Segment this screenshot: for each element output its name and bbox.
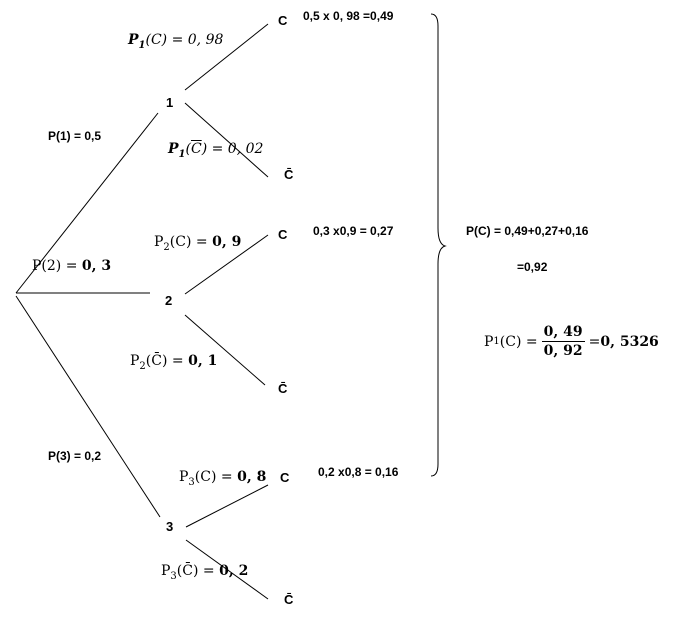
branch-root-to-3 xyxy=(15,295,161,518)
label-p3: P(3) = 0,2 xyxy=(48,449,102,463)
bayes-denominator: 0, 92 xyxy=(543,343,583,359)
product-path-1: 0,5 x 0, 98 =0,49 xyxy=(303,9,394,23)
leaf-c-2: C xyxy=(278,227,288,242)
label-p1: P(1) = 0,5 xyxy=(48,129,102,143)
bayes-numerator: 0, 49 xyxy=(541,324,585,342)
label-p2-cbar: P2(C̄) = 0, 1 xyxy=(130,353,218,372)
leaf-cbar-3: C̄ xyxy=(284,592,294,607)
leaf-c-3: C xyxy=(280,470,290,485)
right-curly-brace xyxy=(430,13,447,477)
label-p1-cbar: P1(C) = 0, 02 xyxy=(168,141,264,160)
label-p3-cbar: P3(C̄) = 0, 2 xyxy=(161,563,249,582)
total-probability: P(C) = 0,49+0,27+0,16 xyxy=(466,224,589,238)
label-p2-c: P2(C) = 0, 9 xyxy=(154,234,242,253)
node-1: 1 xyxy=(166,95,174,110)
label-p2: P(2) = 0, 3 xyxy=(32,258,112,274)
product-path-3: 0,2 x0,8 = 0,16 xyxy=(318,465,399,479)
leaf-c-1: C xyxy=(278,13,288,28)
total-probability-result: =0,92 xyxy=(517,260,548,274)
branch-3-to-cbar xyxy=(185,539,269,600)
branch-root-to-1 xyxy=(15,112,159,294)
branch-1-to-cbar xyxy=(184,102,269,178)
label-p1-c: P1(C) = 0, 98 xyxy=(128,32,224,51)
bayes-fraction: 0, 49 0, 92 xyxy=(541,324,585,359)
leaf-cbar-1: C̄ xyxy=(284,167,294,182)
branch-2-to-cbar xyxy=(184,314,266,386)
node-3: 3 xyxy=(166,519,174,534)
branch-2-to-c xyxy=(184,234,269,295)
branch-1-to-c xyxy=(184,23,269,91)
leaf-cbar-2: C̄ xyxy=(278,381,288,396)
node-2: 2 xyxy=(165,293,173,308)
product-path-2: 0,3 x0,9 = 0,27 xyxy=(313,224,394,238)
branch-3-to-c xyxy=(185,484,269,528)
label-p3-c: P3(C) = 0, 8 xyxy=(179,469,267,488)
